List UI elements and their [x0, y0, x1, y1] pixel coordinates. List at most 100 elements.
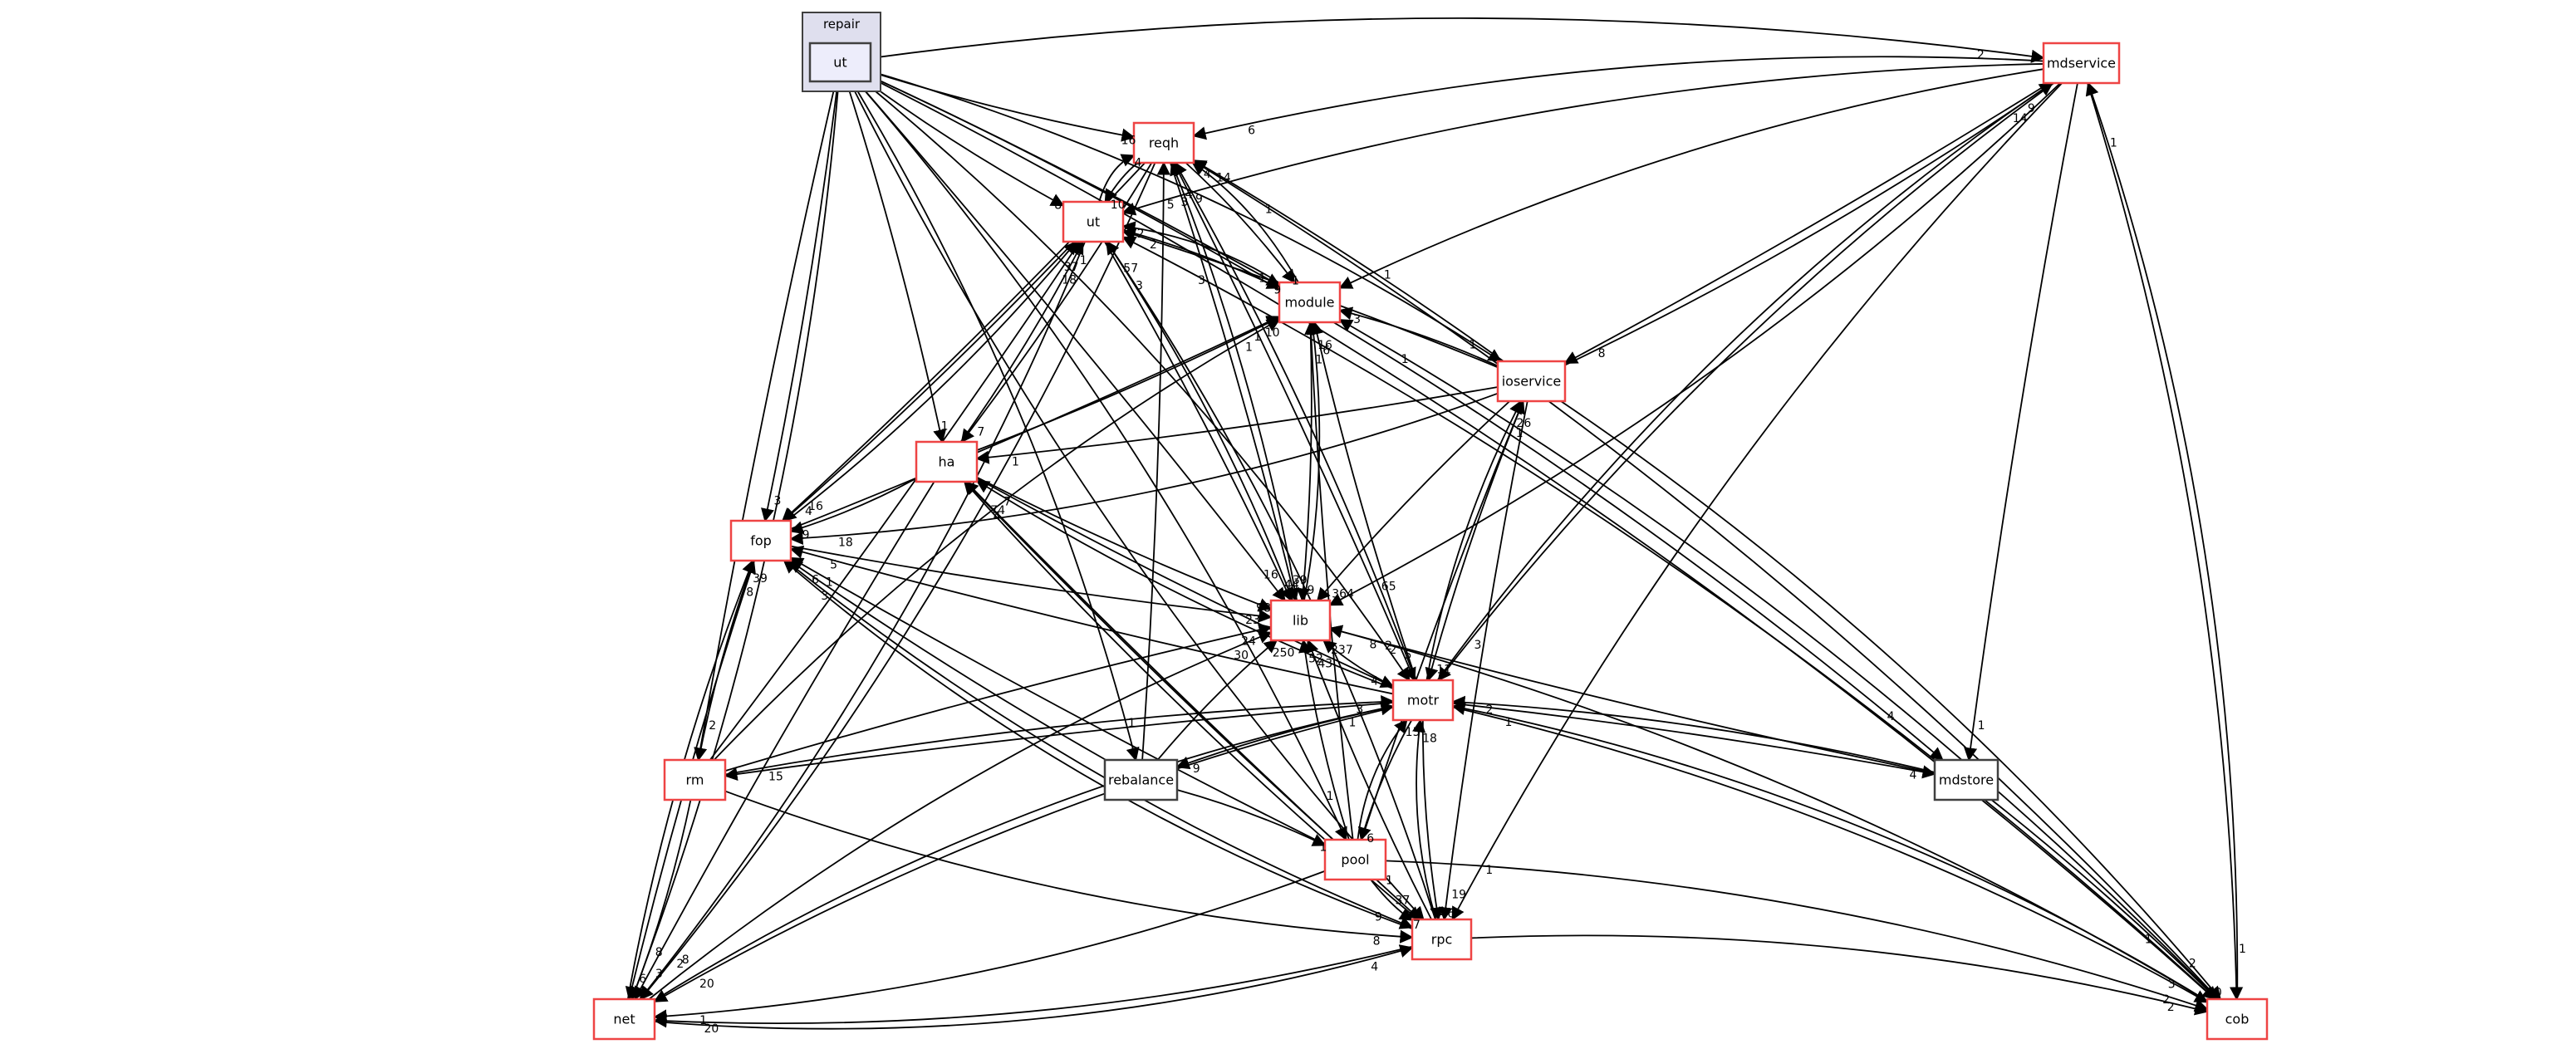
- edge-label[interactable]: 57: [1123, 262, 1138, 275]
- edge-label[interactable]: 3: [1353, 313, 1361, 326]
- edge-label[interactable]: 44: [1284, 578, 1299, 591]
- edge-label[interactable]: 74: [990, 504, 1005, 517]
- node-ioservice[interactable]: ioservice: [1496, 360, 1567, 403]
- edge-label[interactable]: 4: [1371, 960, 1378, 973]
- edge-label[interactable]: 1: [1516, 427, 1524, 440]
- edge-label[interactable]: 10: [1111, 199, 1126, 212]
- edge-label[interactable]: 39: [1293, 574, 1308, 587]
- edge-label[interactable]: 1: [826, 576, 833, 590]
- edge-label[interactable]: 1: [1505, 716, 1513, 729]
- edge-label[interactable]: 3: [655, 968, 663, 981]
- edge-label[interactable]: 23: [1245, 614, 1260, 627]
- edge-label[interactable]: 18: [1062, 273, 1077, 287]
- edge-label[interactable]: 1: [1485, 864, 1493, 877]
- edge-label[interactable]: 2: [2189, 958, 2196, 971]
- edge-label[interactable]: 2: [1150, 238, 1157, 252]
- edge-label[interactable]: 46: [1440, 908, 1455, 921]
- edge-label[interactable]: 1: [1012, 455, 1019, 468]
- edge-label[interactable]: 8: [1373, 934, 1381, 948]
- node-pool[interactable]: pool: [1323, 838, 1387, 881]
- edge-label[interactable]: 1: [699, 1014, 707, 1027]
- edge-label[interactable]: 1: [1245, 341, 1253, 354]
- edge-label[interactable]: 9: [802, 529, 810, 542]
- edge-label[interactable]: 3: [2168, 978, 2176, 992]
- edge-label[interactable]: 10: [2207, 987, 2222, 1000]
- edge-label[interactable]: 7: [1413, 919, 1420, 932]
- edge-label[interactable]: 3: [1356, 703, 1363, 716]
- edge-label[interactable]: 2: [1385, 640, 1392, 653]
- edge-label[interactable]: 65: [1381, 580, 1396, 593]
- edge-label[interactable]: 5: [1167, 199, 1175, 212]
- edge-label[interactable]: 7: [1003, 495, 1011, 508]
- node-lib[interactable]: lib: [1269, 599, 1332, 642]
- edge-label[interactable]: 9: [1375, 911, 1382, 924]
- edge-label[interactable]: 1: [2145, 933, 2152, 946]
- edge-label[interactable]: 1: [1349, 716, 1357, 729]
- edge-label[interactable]: 3: [1198, 274, 1205, 287]
- edge-label[interactable]: 2: [676, 958, 684, 971]
- edge-label[interactable]: 20: [704, 1022, 719, 1036]
- edge-label[interactable]: 9: [2028, 102, 2035, 115]
- edge-label[interactable]: 15: [1406, 726, 1420, 739]
- node-cob[interactable]: cob: [2206, 997, 2269, 1041]
- edge-label[interactable]: 1: [2110, 136, 2117, 149]
- node-ha[interactable]: ha: [915, 440, 979, 483]
- edge-label[interactable]: 2: [1137, 228, 1145, 241]
- edge-label[interactable]: 39: [753, 572, 768, 586]
- edge-label[interactable]: 9: [1195, 193, 1203, 206]
- node-net[interactable]: net: [592, 997, 656, 1041]
- edge-label[interactable]: 18: [1422, 733, 1437, 746]
- edge-label[interactable]: 30: [1234, 649, 1249, 662]
- node-mdservice[interactable]: mdservice: [2042, 42, 2121, 85]
- edge-label[interactable]: 1: [2239, 943, 2246, 956]
- edge-label[interactable]: 6: [1367, 832, 1374, 845]
- edge-label[interactable]: 2: [2167, 1001, 2175, 1014]
- edge-label[interactable]: 1: [1384, 268, 1391, 282]
- edge-label[interactable]: 237: [1331, 644, 1353, 657]
- edge-label[interactable]: 1: [1265, 203, 1273, 216]
- edge-label[interactable]: 7: [977, 426, 984, 439]
- edge-label[interactable]: 10: [1265, 326, 1280, 340]
- edge-label[interactable]: 11: [1436, 663, 1451, 676]
- node-rm[interactable]: rm: [663, 758, 727, 801]
- edge-label[interactable]: 1: [1259, 272, 1266, 285]
- edge-label[interactable]: 43: [1317, 658, 1332, 671]
- edge-label[interactable]: 37: [1396, 894, 1411, 907]
- node-reqh[interactable]: reqh: [1132, 121, 1195, 164]
- node-rebalance[interactable]: rebalance: [1103, 758, 1179, 801]
- edge-label[interactable]: 1: [1978, 719, 1985, 733]
- edge-label[interactable]: 37: [1064, 261, 1079, 274]
- edge-label[interactable]: 8: [682, 953, 689, 967]
- edge-label[interactable]: 14: [2013, 112, 2028, 125]
- edge-label[interactable]: 1: [1292, 274, 1299, 287]
- edge-label[interactable]: 3: [821, 590, 828, 603]
- edge-label[interactable]: 1: [1470, 339, 1477, 352]
- edge-label[interactable]: 5: [830, 559, 837, 572]
- edge-label[interactable]: 9: [1193, 762, 1200, 776]
- edge-label[interactable]: 1: [1319, 841, 1327, 855]
- edge-label[interactable]: 26: [1516, 417, 1531, 430]
- edge-label[interactable]: 3: [1474, 639, 1481, 652]
- edge-label[interactable]: 8: [655, 946, 663, 959]
- edge-label[interactable]: 3: [774, 495, 782, 508]
- edge-label[interactable]: 6: [1248, 125, 1255, 138]
- edge-label[interactable]: 250: [1273, 647, 1295, 660]
- edge-label[interactable]: 8: [1598, 347, 1606, 360]
- edge-label[interactable]: 2: [1485, 703, 1493, 717]
- edge-label[interactable]: 4: [1135, 157, 1142, 170]
- edge-label[interactable]: 2: [640, 988, 647, 1001]
- edge-label[interactable]: 4: [1910, 769, 1917, 782]
- edge-label[interactable]: 9: [1273, 284, 1281, 297]
- edge-label[interactable]: 98: [1256, 602, 1271, 615]
- edge-label[interactable]: 2: [2162, 993, 2170, 1007]
- edge-label[interactable]: 16: [1121, 135, 1136, 148]
- edge-label[interactable]: 16: [1317, 339, 1332, 352]
- edge-label[interactable]: 1: [941, 420, 949, 434]
- edge-label[interactable]: 9: [1308, 584, 1315, 597]
- edge-label[interactable]: 3: [1180, 196, 1188, 209]
- edge-label[interactable]: 8: [746, 586, 753, 600]
- node-ut[interactable]: ut: [1062, 200, 1125, 243]
- edge-label[interactable]: 1: [1254, 331, 1261, 344]
- edge-label[interactable]: 16: [1263, 569, 1278, 582]
- edge-label[interactable]: 24: [1241, 635, 1256, 648]
